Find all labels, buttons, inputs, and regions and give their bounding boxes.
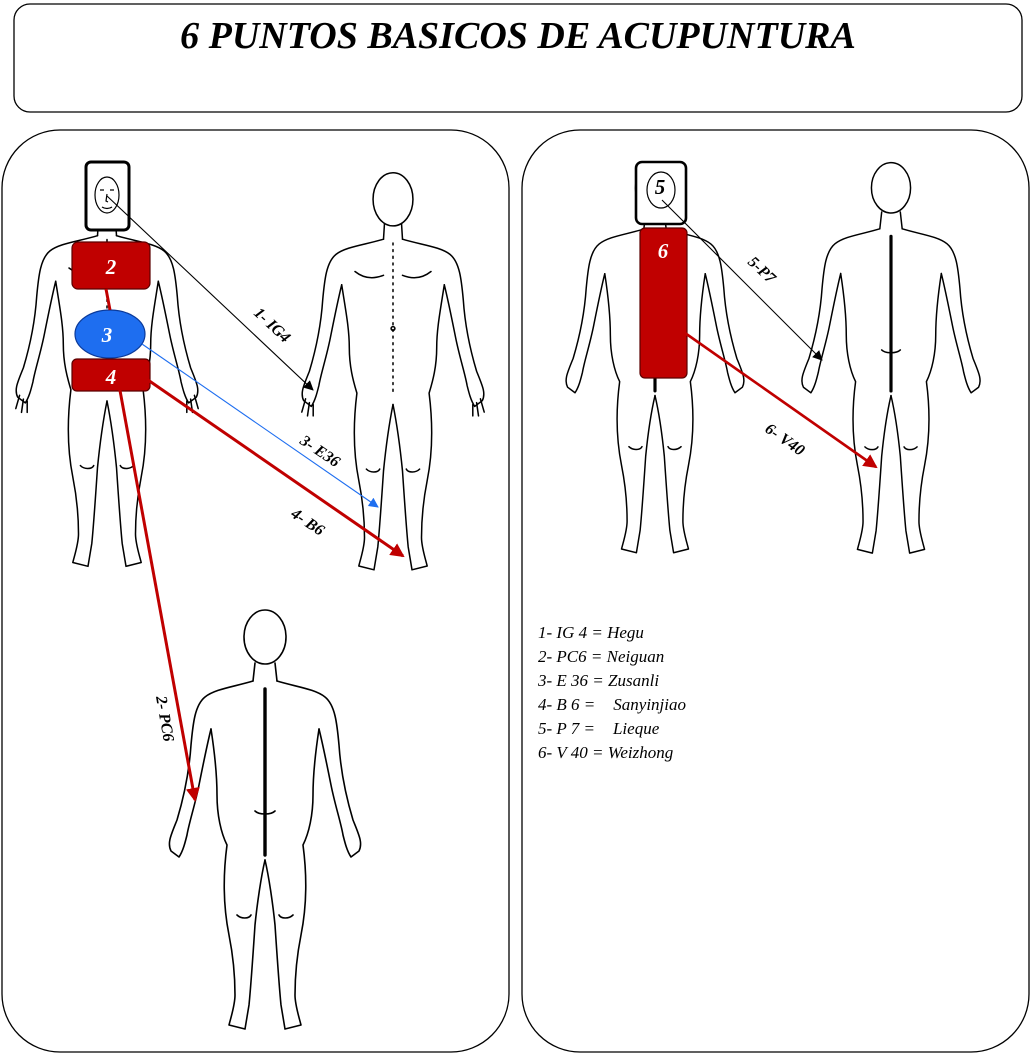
right-panel	[521, 129, 1030, 1053]
marker-5-box	[634, 160, 688, 226]
legend-item: 4- B 6 =Sanyinjiao	[538, 695, 686, 714]
marker-2-label: 2	[105, 255, 117, 279]
arrow-2	[117, 384, 200, 802]
marker-3-label: 3	[101, 323, 113, 347]
head-icon	[646, 171, 676, 209]
legend-item: 6- V 40 = Weizhong	[538, 743, 673, 762]
marker-4-box	[71, 358, 151, 392]
arrow-4	[147, 378, 405, 558]
legend: 1- IG 4 = Hegu 2- PC6 = Neiguan 3- E 36 …	[537, 623, 686, 762]
legend-item: 3- E 36 = Zusanli	[537, 671, 659, 690]
title-box	[13, 3, 1023, 113]
marker-2-box	[71, 241, 151, 290]
face-icon	[94, 176, 120, 214]
arrow-2-connector	[104, 288, 112, 311]
arrow-6	[684, 331, 878, 469]
marker-4-label: 4	[105, 365, 117, 389]
arrow-5	[661, 199, 823, 361]
page-title: 6 PUNTOS BASICOS DE ACUPUNTURA	[180, 15, 856, 57]
marker-6-box	[639, 227, 688, 379]
legend-item: 1- IG 4 = Hegu	[538, 623, 644, 642]
arrow-3	[141, 343, 379, 508]
arrow-1	[106, 195, 314, 391]
legend-item: 2- PC6 = Neiguan	[538, 647, 664, 666]
marker-6-label: 6	[658, 239, 669, 263]
marker-5-label: 5	[655, 175, 666, 199]
legend-item: 5- P 7 =Lieque	[538, 719, 660, 738]
